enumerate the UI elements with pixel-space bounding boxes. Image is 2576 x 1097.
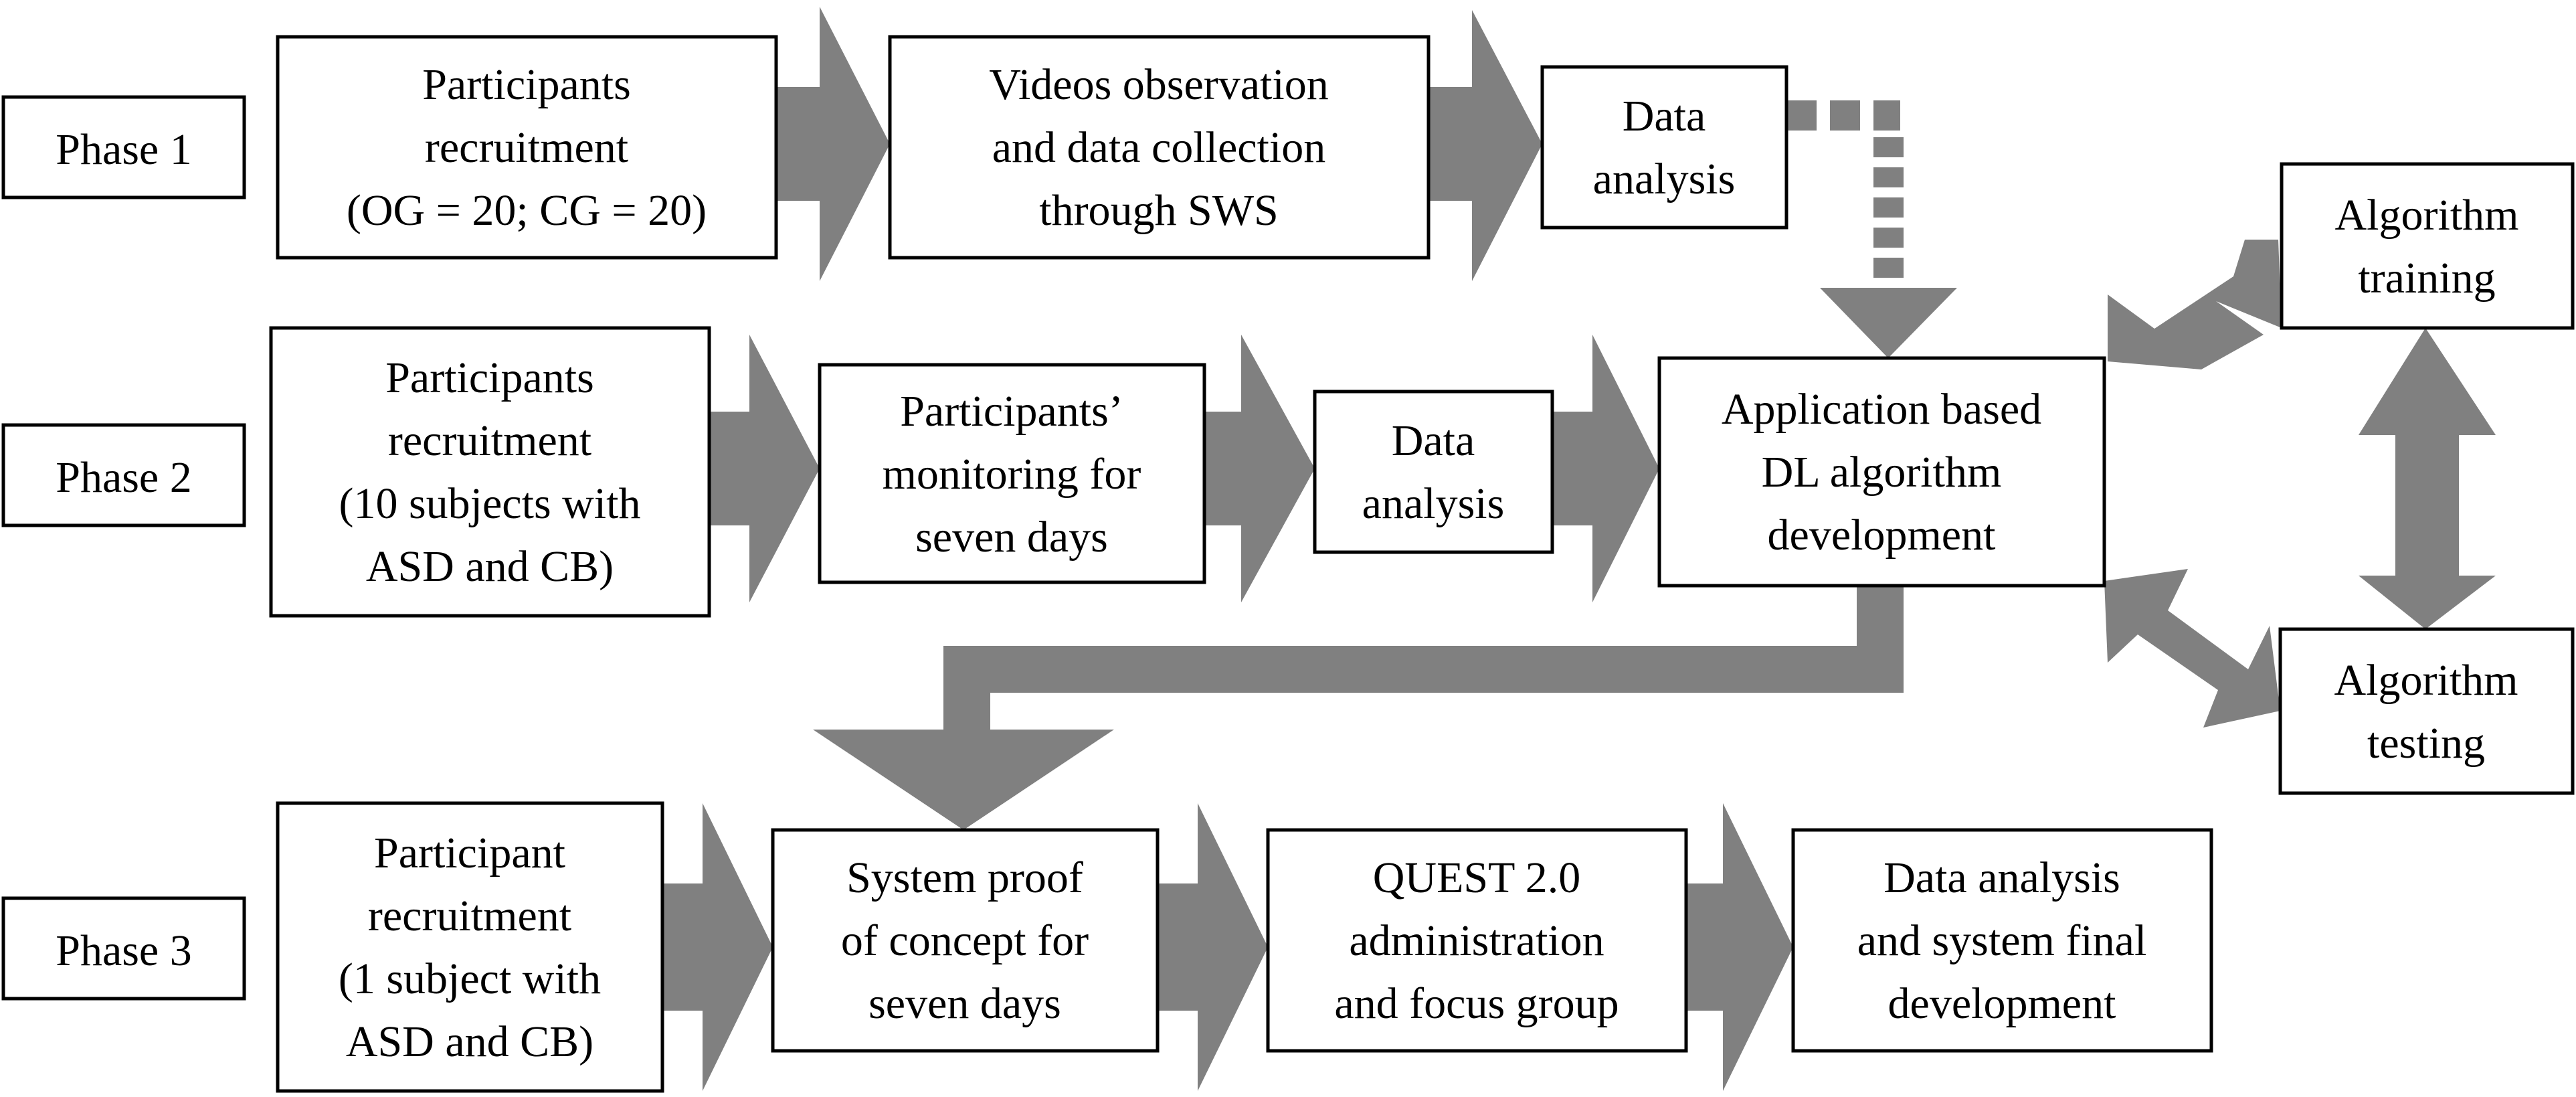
arrow-p3-proof-to-quest [1158, 803, 1268, 1091]
box-label: Participants recruitment (OG = 20; CG = 20… [347, 60, 707, 235]
box-p1-videos: Videos observation and data collection thr… [888, 35, 1431, 260]
box-label-line: (10 subjects with [339, 479, 641, 528]
box-label-line: monitoring for [883, 450, 1141, 499]
box-label: Participants recruitment (10 subjects with… [339, 353, 641, 591]
arrow-training-testing [2359, 328, 2496, 629]
box-label-line: System proof [846, 853, 1083, 902]
box-p3-proof: System proof of concept for seven days [771, 828, 1160, 1053]
box-label-line: recruitment [368, 892, 571, 940]
box-label-line: through SWS [1039, 186, 1279, 235]
box-label-line: Algorithm [2334, 656, 2518, 705]
box-label-line: and system final [1857, 916, 2147, 965]
box-label-line: ASD and CB) [366, 542, 614, 591]
box-label: Algorithm testing [2334, 656, 2518, 768]
svg-text:Phase 3: Phase 3 [56, 926, 191, 975]
box-alg-testing: Algorithm testing [2278, 627, 2575, 795]
box-p2-analysis: Data analysis [1313, 390, 1554, 554]
box-label-line: development [1888, 979, 2116, 1028]
box-label-line: Data analysis [1883, 853, 2120, 902]
box-label-line: and focus group [1334, 979, 1619, 1028]
box-label-line: (1 subject with [339, 954, 601, 1003]
arrow-app-training [2108, 240, 2282, 369]
box-label-line: Algorithm [2335, 191, 2519, 240]
box-label-line: Participants’ [900, 387, 1123, 436]
box-label-line: Participant [374, 829, 565, 877]
box-label: QUEST 2.0 administration and focus group [1334, 853, 1619, 1028]
arrow-p2-monitor-to-analysis [1204, 335, 1315, 602]
box-label-line: of concept for [841, 916, 1089, 965]
box-label-line: ASD and CB) [346, 1017, 593, 1066]
box-p2-app: Application based DL algorithm development [1657, 356, 2106, 588]
svg-text:Phase 2: Phase 2 [56, 453, 191, 502]
box-label: Videos observation and data collection thr… [989, 60, 1328, 235]
box-label-line: Participants [422, 60, 631, 109]
arrow-p3-recruit-to-proof [662, 803, 773, 1091]
box-label-line: training [2358, 254, 2495, 303]
box-label-line: QUEST 2.0 [1373, 853, 1580, 902]
box-label-line: (OG = 20; CG = 20) [347, 186, 707, 235]
box-label: Data analysis [1362, 416, 1505, 528]
box-label: Application based DL algorithm development [1722, 385, 2041, 560]
arrow-app-to-proof [813, 586, 1904, 830]
box-label-line: Videos observation [989, 60, 1328, 109]
box-label-line: Participants [385, 353, 594, 402]
box-label-line: seven days [915, 513, 1108, 562]
arrow-p3-quest-to-final [1686, 803, 1793, 1091]
box-label-line: seven days [868, 979, 1061, 1028]
box-p3-final: Data analysis and system final development [1791, 828, 2213, 1053]
box-label-line: analysis [1593, 155, 1736, 203]
box-label-line: recruitment [388, 416, 591, 465]
box-label: Data analysis and system final development [1857, 853, 2147, 1028]
box-label-line: DL algorithm [1762, 448, 2002, 497]
arrow-p1-recruit-to-videos [776, 7, 890, 281]
arrows [662, 7, 2496, 1091]
phase-label-1: Phase 1 [1, 95, 246, 199]
svg-text:Phase 1: Phase 1 [56, 125, 191, 174]
box-label-line: and data collection [992, 123, 1325, 172]
box-p1-analysis: Data analysis [1540, 65, 1788, 230]
box-p2-recruit: Participants recruitment (10 subjects with… [269, 326, 711, 618]
arrow-dashed-analysis-to-app [1786, 100, 1957, 358]
box-label-line: Application based [1722, 385, 2041, 434]
box-alg-training: Algorithm training [2280, 162, 2575, 330]
phase-label-3: Phase 3 [1, 896, 246, 1001]
arrow-p1-videos-to-analysis [1429, 10, 1542, 281]
box-label-line: testing [2367, 719, 2485, 768]
arrow-p2-analysis-to-app [1552, 335, 1659, 602]
arrow-app-testing [2104, 569, 2280, 728]
box-label-line: administration [1349, 916, 1604, 965]
box-label: System proof of concept for seven days [841, 853, 1089, 1028]
box-label-line: Data [1623, 92, 1706, 141]
box-label: Algorithm training [2335, 191, 2519, 303]
box-label: Participants’ monitoring for seven days [883, 387, 1141, 562]
box-p1-recruit: Participants recruitment (OG = 20; CG = 20… [276, 35, 778, 260]
box-label-line: analysis [1362, 479, 1505, 528]
box-p3-quest: QUEST 2.0 administration and focus group [1266, 828, 1688, 1053]
box-p2-monitor: Participants’ monitoring for seven days [818, 363, 1206, 584]
box-label: Data analysis [1593, 92, 1736, 203]
box-label-line: development [1768, 511, 1996, 560]
phase-label-2: Phase 2 [1, 423, 246, 527]
arrow-p2-recruit-to-monitor [709, 335, 820, 602]
box-label-line: recruitment [425, 123, 628, 172]
box-label-line: Data [1392, 416, 1475, 465]
boxes: Phase 1 Phase 2 Phase 3 Participants recr… [1, 35, 2575, 1093]
